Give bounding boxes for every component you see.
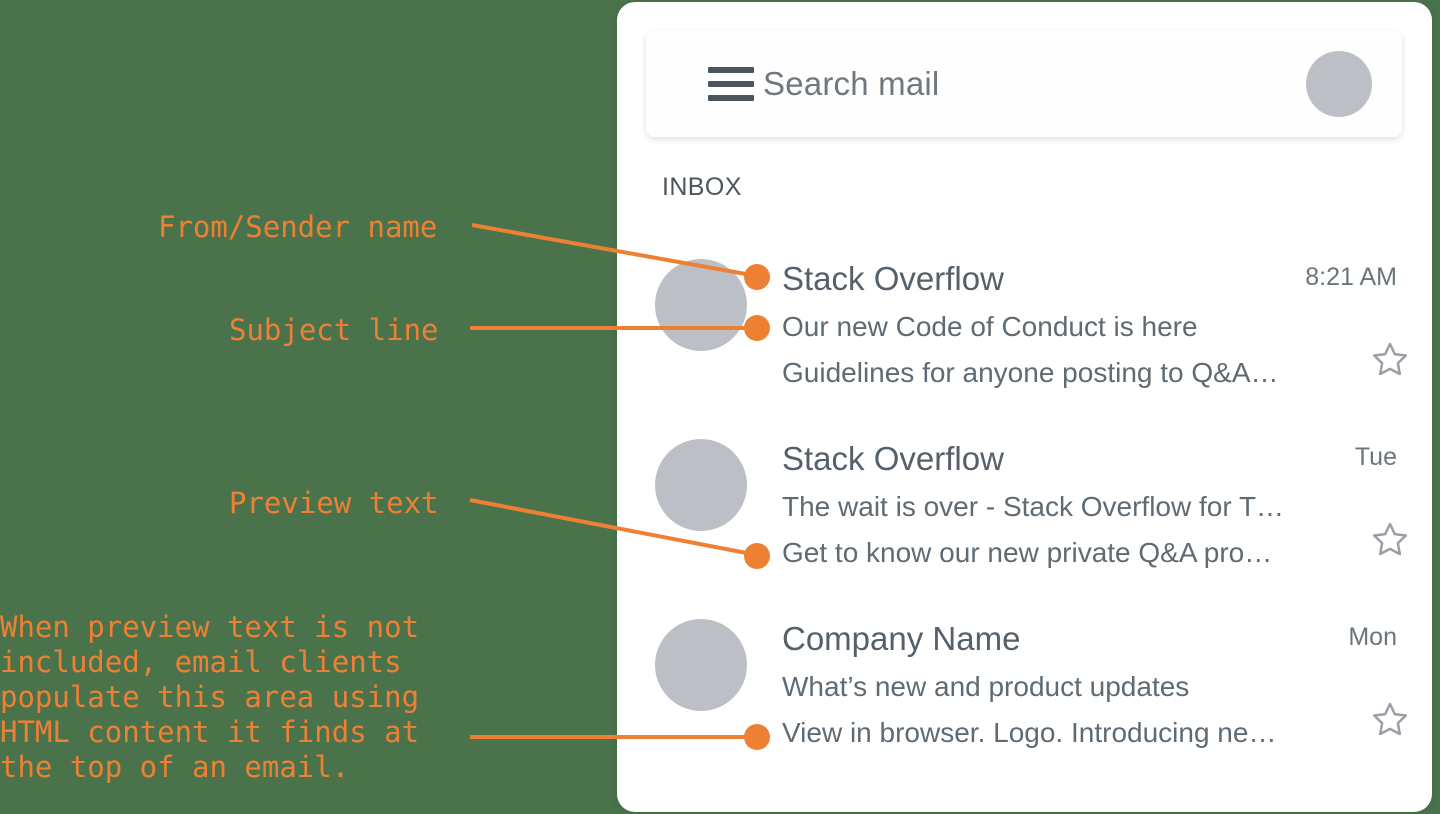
- subject-line: What’s new and product updates: [782, 671, 1190, 702]
- sender-name: Company Name: [782, 620, 1021, 657]
- preview-text: Get to know our new private Q&A pro…: [782, 537, 1273, 568]
- avatar[interactable]: [1306, 51, 1372, 117]
- email-list-item[interactable]: Company Name What’s new and product upda…: [617, 575, 1432, 755]
- sender-name: Stack Overflow: [782, 440, 1004, 477]
- email-timestamp: Mon: [1348, 623, 1397, 651]
- annotation-note: When preview text is not included, email…: [0, 610, 420, 784]
- email-text-block: Company Name What’s new and product upda…: [782, 613, 1324, 756]
- email-text-block: Stack Overflow The wait is over - Stack …: [782, 433, 1324, 576]
- mail-client-panel: Search mail INBOX Stack Overflow Our new…: [617, 2, 1432, 812]
- annotation-subject-line: Subject line: [229, 313, 439, 347]
- email-timestamp: Tue: [1354, 443, 1397, 471]
- annotation-preview-text: Preview text: [229, 486, 439, 520]
- preview-text: View in browser. Logo. Introducing ne…: [782, 717, 1277, 748]
- preview-text: Guidelines for anyone posting to Q&A…: [782, 357, 1279, 388]
- email-list-item[interactable]: Stack Overflow Our new Code of Conduct i…: [617, 215, 1432, 395]
- sender-avatar: [655, 259, 747, 351]
- star-outline-icon[interactable]: [1370, 699, 1410, 739]
- subject-line: The wait is over - Stack Overflow for T…: [782, 491, 1285, 522]
- folder-label: INBOX: [662, 173, 742, 201]
- star-outline-icon[interactable]: [1370, 519, 1410, 559]
- sender-avatar: [655, 619, 747, 711]
- sender-name: Stack Overflow: [782, 260, 1004, 297]
- email-timestamp: 8:21 AM: [1305, 263, 1397, 291]
- sender-avatar: [655, 439, 747, 531]
- annotation-from-sender: From/Sender name: [158, 210, 438, 244]
- hamburger-icon[interactable]: [708, 67, 754, 101]
- search-bar[interactable]: Search mail: [646, 31, 1402, 137]
- star-outline-icon[interactable]: [1370, 339, 1410, 379]
- search-input[interactable]: Search mail: [763, 65, 940, 102]
- subject-line: Our new Code of Conduct is here: [782, 311, 1198, 342]
- email-text-block: Stack Overflow Our new Code of Conduct i…: [782, 253, 1324, 396]
- email-list-item[interactable]: Stack Overflow The wait is over - Stack …: [617, 395, 1432, 575]
